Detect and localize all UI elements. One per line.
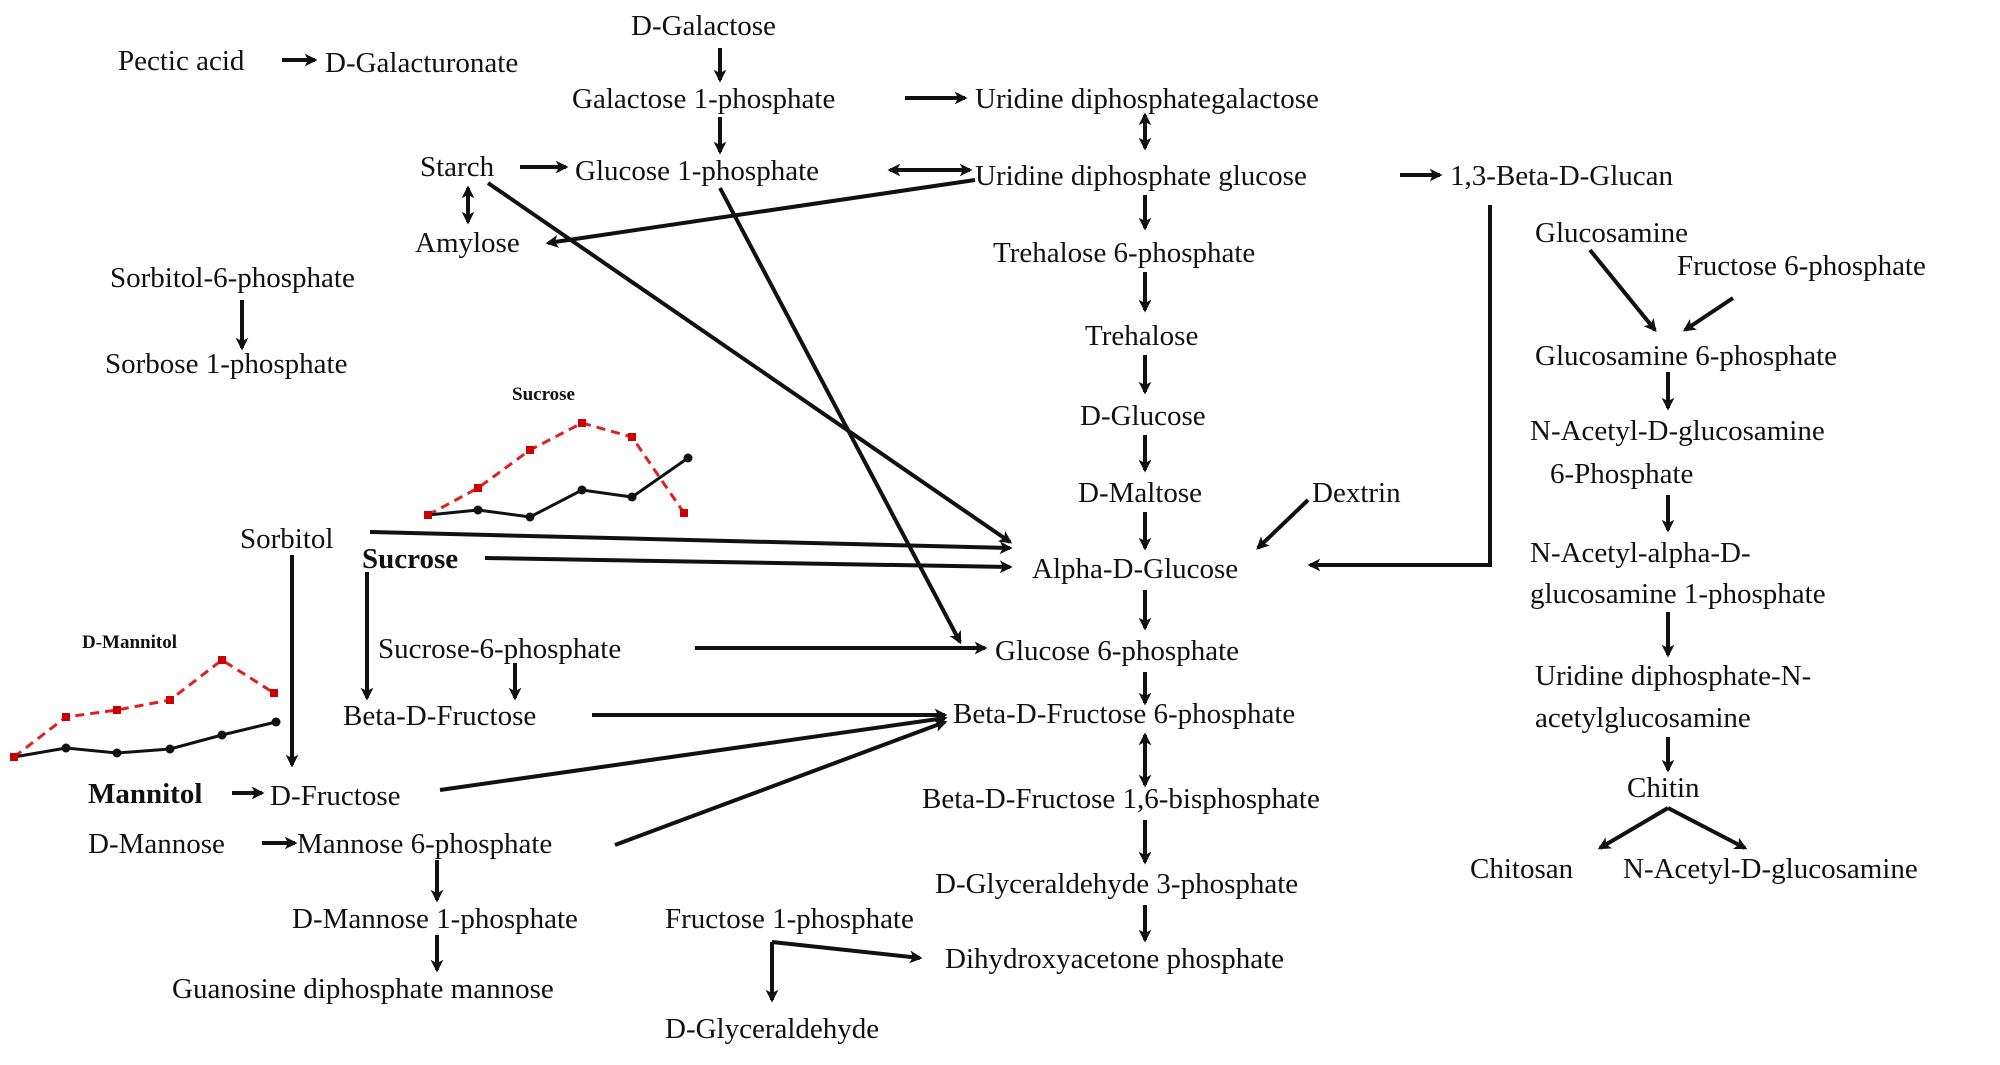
node-chitosan: Chitosan [1470, 853, 1574, 885]
node-fructose-6-phosphate: Fructose 6-phosphate [1677, 250, 1926, 282]
node-d-fructose: D-Fructose [270, 780, 400, 812]
node-beta-glucan: 1,3-Beta-D-Glucan [1450, 160, 1674, 192]
mini-chart-sucrose: Sucrose [424, 384, 693, 522]
node-amylose: Amylose [415, 227, 520, 259]
node-udp-glucose: Uridine diphosphate glucose [975, 160, 1307, 192]
node-glucosamine-6-phosphate: Glucosamine 6-phosphate [1535, 340, 1837, 372]
node-mannitol: Mannitol [88, 778, 202, 810]
node-trehalose: Trehalose [1085, 320, 1198, 352]
arrow-fru6p-to-glcn6p [1682, 296, 1735, 332]
node-trehalose-6-phosphate: Trehalose 6-phosphate [993, 237, 1255, 269]
node-beta-d-fructose-1-6-bisphosphate: Beta-D-Fructose 1,6-bisphosphate [922, 783, 1320, 815]
arrow-chitin-to-chitosan [1597, 806, 1670, 850]
node-beta-d-fructose-6-phosphate: Beta-D-Fructose 6-phosphate [953, 698, 1295, 730]
arrow-dextrin-to-alphaglc [1256, 498, 1310, 550]
arrow-starch-to-alphaglc [486, 181, 1013, 544]
mini-chart-sucrose-title: Sucrose [512, 384, 575, 405]
node-sucrose-6-phosphate: Sucrose-6-phosphate [378, 633, 621, 665]
node-beta-d-fructose: Beta-D-Fructose [343, 700, 536, 732]
arrow-glucan-to-alphaglc [1307, 205, 1492, 572]
mini-chart-sucrose-black-markers [473, 453, 693, 522]
reaction-arrows [232, 48, 1748, 1003]
node-sorbose-1-phosphate: Sorbose 1-phosphate [105, 348, 347, 380]
arrow-glucosamine-to-glcn6p [1588, 248, 1657, 332]
node-n-acetyl-d-glucosamine: N-Acetyl-D-glucosamine [1623, 853, 1918, 885]
arrow-mannose6p-to-fru6p [614, 719, 948, 847]
mini-chart-mannitol-black-markers [61, 717, 281, 758]
node-d-glucose: D-Glucose [1080, 400, 1206, 432]
mini-chart-sucrose-red-markers [424, 419, 688, 519]
node-udp-galactose: Uridine diphosphategalactose [975, 83, 1319, 115]
node-d-galactose: D-Galactose [631, 10, 776, 42]
arrow-sorbitol-to-alphaglc [369, 530, 1013, 555]
node-mannose-6-phosphate: Mannose 6-phosphate [297, 828, 552, 860]
node-d-mannose: D-Mannose [88, 828, 225, 860]
node-d-galacturonate: D-Galacturonate [325, 47, 518, 79]
mini-chart-mannitol-black-series [13, 720, 277, 759]
node-galactose-1-phosphate: Galactose 1-phosphate [572, 83, 835, 115]
node-d-maltose: D-Maltose [1078, 477, 1202, 509]
node-pectic-acid: Pectic acid [118, 45, 245, 77]
arrow-fru1p-to-dhap [771, 940, 923, 964]
arrow-glc1p-to-glc6p [718, 187, 962, 645]
node-glucose-1-phosphate: Glucose 1-phosphate [575, 155, 819, 187]
arrow-chitin-to-nag [1667, 806, 1748, 850]
node-starch: Starch [420, 151, 495, 183]
node-d-glyceraldehyde: D-Glyceraldehyde [665, 1013, 879, 1045]
node-nag-6-phosphate-line1: N-Acetyl-D-glucosamine [1530, 415, 1825, 447]
node-sorbitol: Sorbitol [240, 523, 333, 555]
mini-chart-sucrose-black-series [427, 456, 689, 519]
node-sucrose: Sucrose [362, 543, 458, 575]
node-gdp-mannose: Guanosine diphosphate mannose [172, 973, 554, 1005]
mini-chart-sucrose-red-series [427, 421, 686, 517]
arrow-dfructose-to-fru6p [439, 713, 948, 792]
mini-chart-mannitol: D-Mannitol [10, 632, 281, 761]
node-nag-1-phosphate-line1: N-Acetyl-alpha-D- [1530, 537, 1751, 569]
node-glucosamine: Glucosamine [1535, 217, 1688, 249]
node-d-glyceraldehyde-3-phosphate: D-Glyceraldehyde 3-phosphate [935, 868, 1298, 900]
node-sorbitol-6-phosphate: Sorbitol-6-phosphate [110, 262, 355, 294]
arrow-sucrose-to-alphaglc [484, 556, 1013, 574]
node-nag-1-phosphate-line2: glucosamine 1-phosphate [1530, 578, 1826, 610]
metabolite-labels: Pectic acid D-Galacturonate D-Galactose … [88, 10, 1926, 1045]
node-udp-nag-line2: acetylglucosamine [1535, 702, 1751, 734]
mini-chart-mannitol-title: D-Mannitol [82, 632, 177, 653]
node-glucose-6-phosphate: Glucose 6-phosphate [995, 635, 1239, 667]
node-nag-6-phosphate-line2: 6-Phosphate [1550, 458, 1693, 490]
node-d-mannose-1-phosphate: D-Mannose 1-phosphate [292, 903, 578, 935]
node-fructose-1-phosphate: Fructose 1-phosphate [665, 903, 914, 935]
node-chitin: Chitin [1627, 772, 1700, 804]
mini-chart-mannitol-red-markers [10, 656, 278, 761]
node-dihydroxyacetone-phosphate: Dihydroxyacetone phosphate [945, 943, 1284, 975]
node-dextrin: Dextrin [1312, 477, 1401, 509]
arrow-udpglc-to-amylose [545, 178, 976, 248]
node-udp-nag-line1: Uridine diphosphate-N- [1535, 660, 1811, 692]
mini-chart-mannitol-red-series [13, 658, 275, 759]
node-alpha-d-glucose: Alpha-D-Glucose [1032, 553, 1238, 585]
